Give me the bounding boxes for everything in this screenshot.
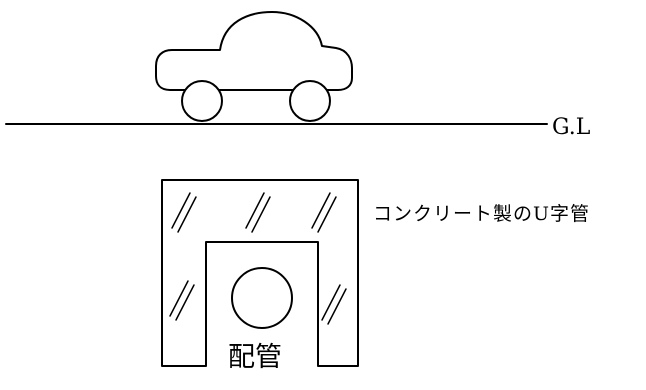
car-body bbox=[155, 11, 353, 91]
concrete-u-channel-label: コンクリート製のU字管 bbox=[373, 203, 591, 225]
car-rear-wheel bbox=[289, 80, 331, 122]
car-front-wheel bbox=[181, 80, 223, 122]
pipe-label: 配管 bbox=[228, 342, 282, 373]
concrete-hatching bbox=[169, 192, 347, 325]
pipe-circle bbox=[231, 267, 293, 329]
concrete-u-channel bbox=[161, 179, 359, 367]
ground-line-label: G.L bbox=[552, 115, 591, 140]
